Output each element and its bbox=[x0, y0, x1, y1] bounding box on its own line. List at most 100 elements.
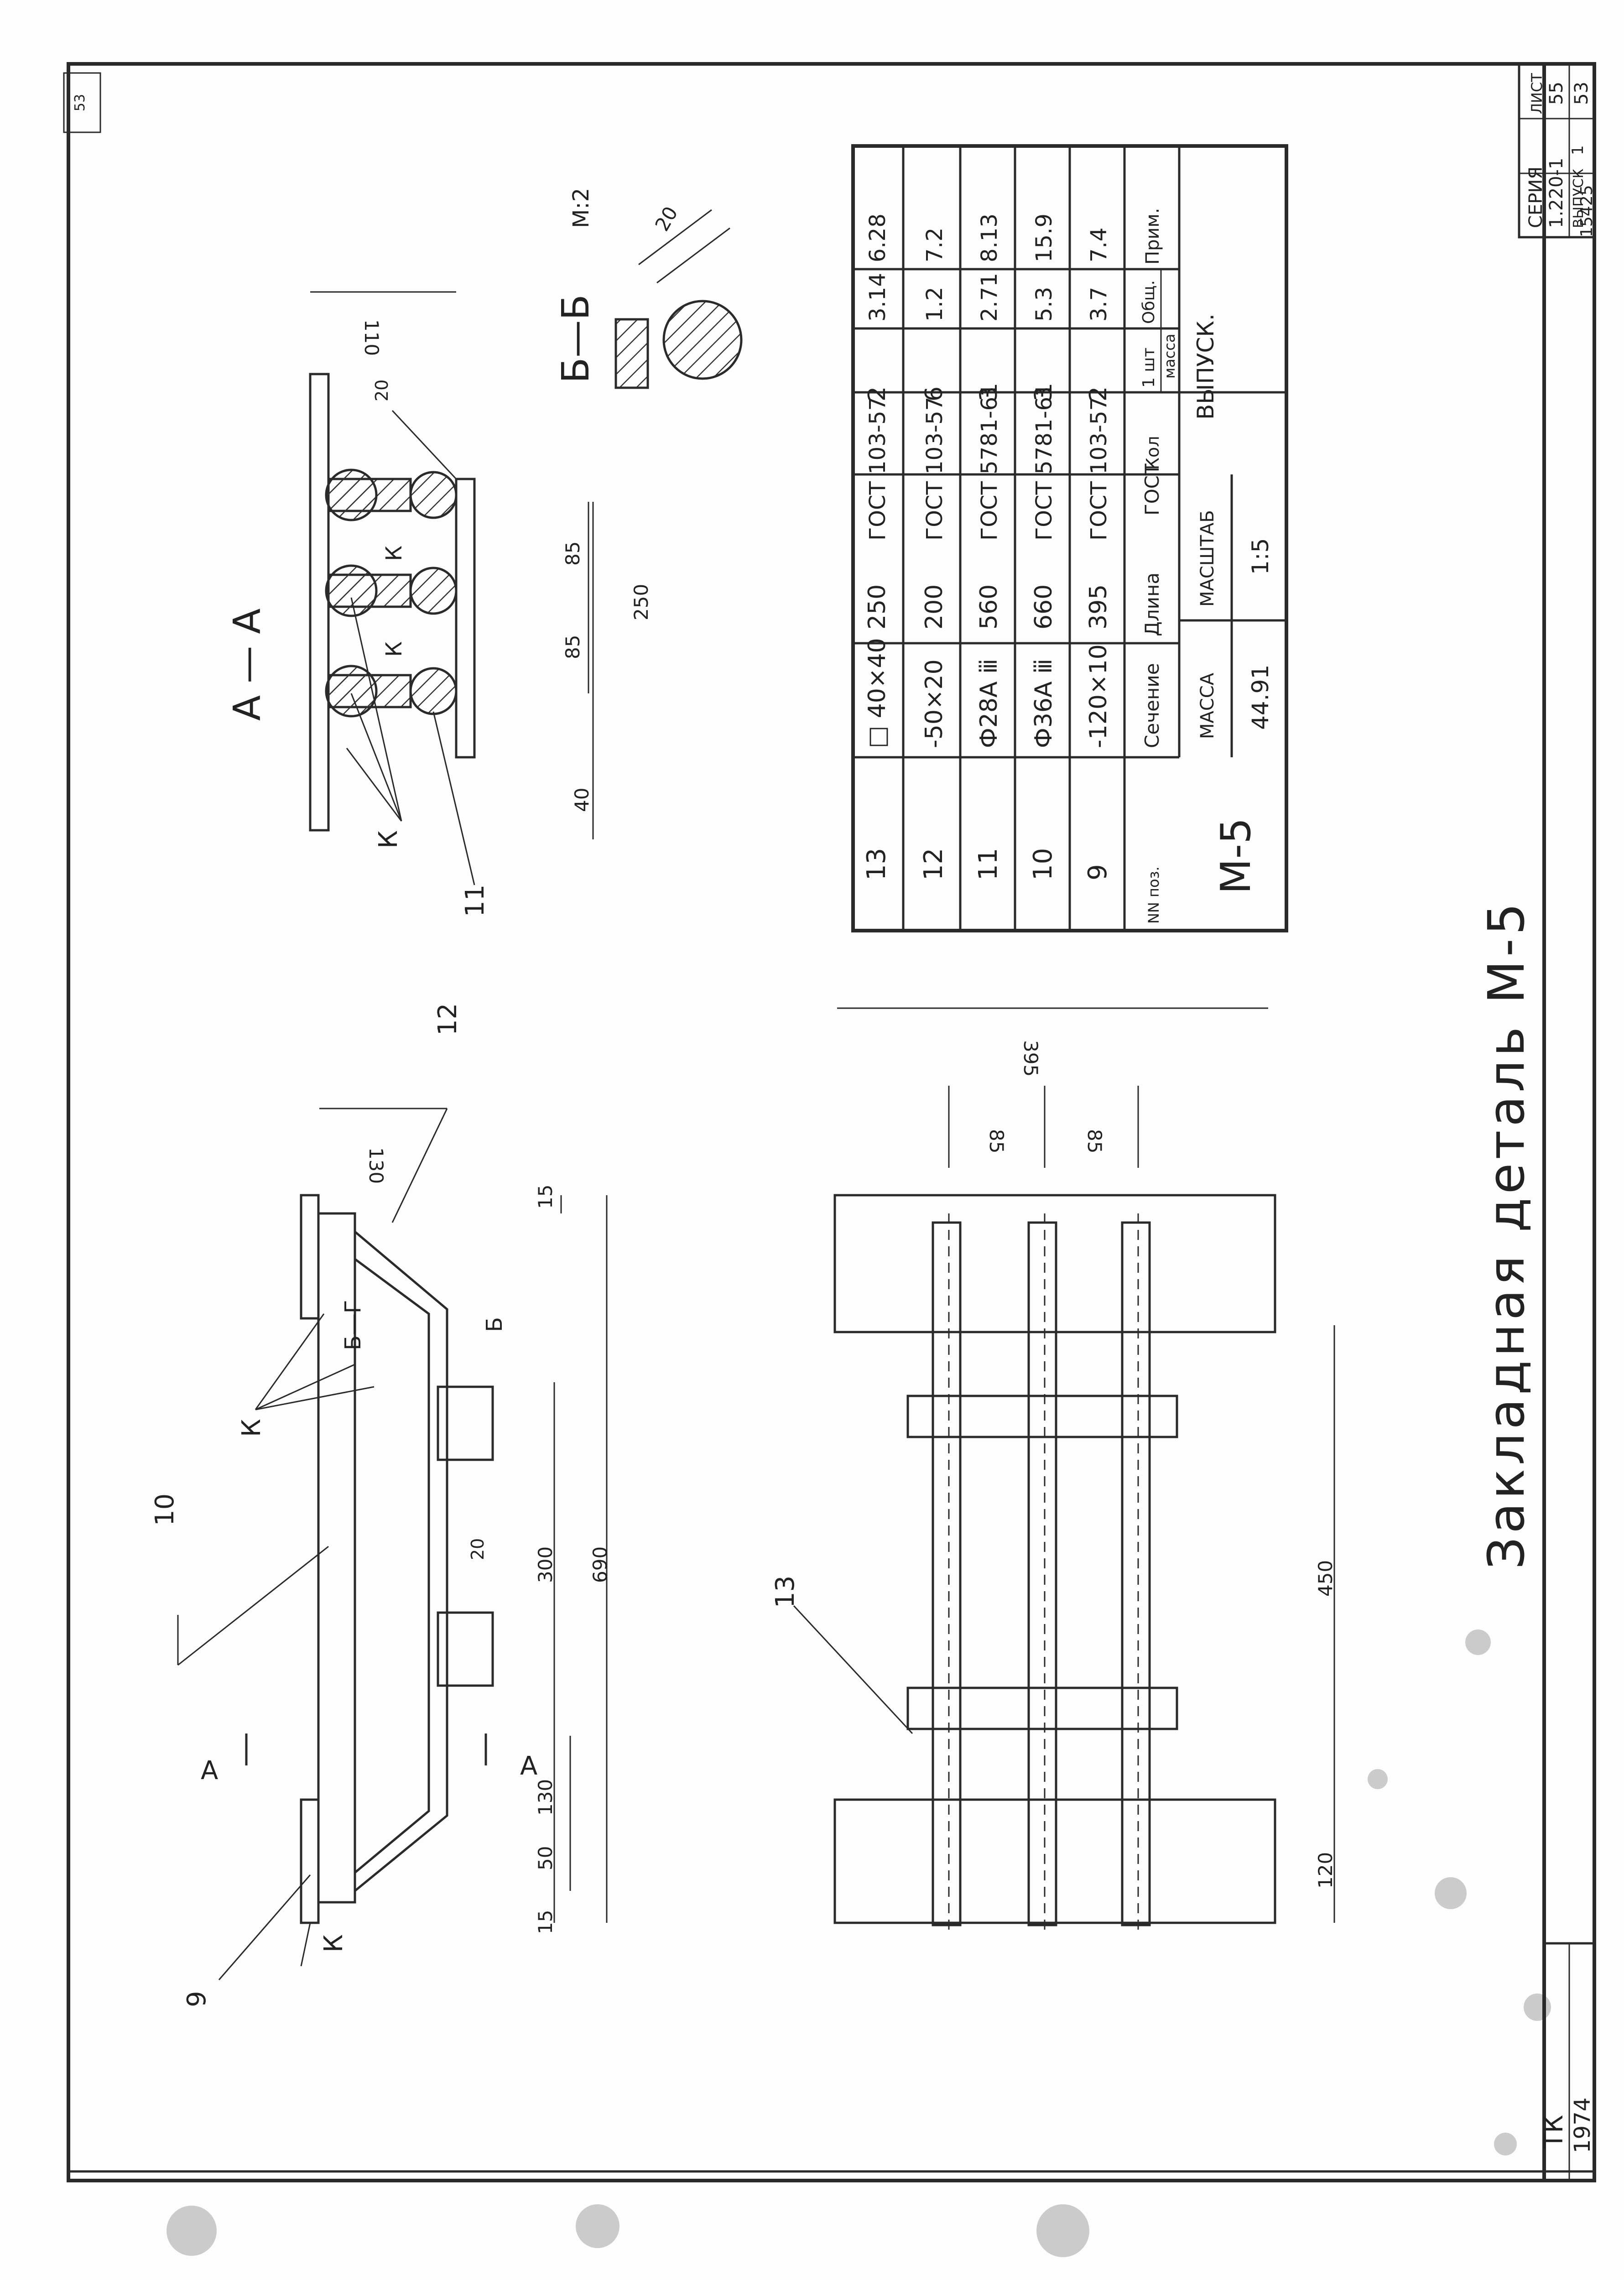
stamp-year: 1974 bbox=[1570, 2098, 1595, 2153]
row9-mass-total: 7.4 bbox=[1086, 228, 1112, 262]
dim-85-plan-b: 85 bbox=[1083, 1129, 1106, 1153]
issue-label: ВЫПУСК bbox=[1571, 169, 1587, 228]
bb-plate bbox=[614, 318, 649, 389]
anchor-plate-left bbox=[300, 1798, 320, 1924]
row12-section: -50×20 bbox=[921, 659, 948, 748]
row13-gost: ГОСТ 103-57 bbox=[865, 397, 890, 541]
spec-table: 13 □ 40×40 250 ГОСТ 103-57 2 3.14 6.28 1… bbox=[851, 144, 1288, 932]
weld-mark-aa-3: К bbox=[381, 546, 407, 561]
footer-mark: М-5 bbox=[1212, 818, 1260, 894]
section-bb-scale: М:2 bbox=[568, 188, 594, 228]
row13-pos: 13 bbox=[862, 848, 891, 880]
plan-view: 120 450 85 85 395 bbox=[833, 1007, 1337, 1930]
sheet-label: ЛИСТ bbox=[1528, 73, 1546, 114]
spec-row-11: 11 Ф28А ⅲ 560 ГОСТ 5781-61 3 2.71 8.13 bbox=[973, 213, 1003, 880]
col-note-header: Прим. bbox=[1142, 208, 1163, 265]
pos-label-10: 10 bbox=[150, 1494, 180, 1526]
row10-length: 660 bbox=[1030, 584, 1057, 630]
dim-15-right: 15 bbox=[534, 1185, 557, 1209]
footer-mass-label: МАССА bbox=[1197, 672, 1218, 739]
rib-pos-12-left bbox=[437, 1611, 494, 1687]
section-bb: Б—Б М:2 20 bbox=[554, 188, 743, 389]
row9-section: -120×10 bbox=[1085, 644, 1112, 748]
sheet-value: 55 bbox=[1546, 82, 1567, 105]
cut-label-a-bottom: А bbox=[520, 1751, 537, 1781]
row11-length: 560 bbox=[975, 584, 1003, 630]
dim-130: 130 bbox=[534, 1779, 557, 1816]
dim-110: 110 bbox=[360, 319, 383, 356]
row12-qty: 6 bbox=[921, 386, 948, 401]
row12-pos: 12 bbox=[919, 848, 948, 880]
aa-bottom-plate bbox=[455, 478, 476, 759]
col-length-header: Длина bbox=[1141, 573, 1163, 636]
front-dimensions: 15 50 130 300 690 15 130 bbox=[319, 1108, 611, 1934]
footer-issue-label: ВЫПУСК. bbox=[1192, 313, 1219, 420]
spec-row-9: 9 -120×10 395 ГОСТ 103-57 2 3.7 7.4 bbox=[1083, 228, 1113, 880]
spec-header-row: NN поз. Сечение Длина ГОСТ Кол 1 шт Общ.… bbox=[1140, 208, 1178, 924]
row13-qty: 2 bbox=[864, 386, 891, 401]
dim-250: 250 bbox=[630, 584, 652, 620]
section-aa-title: А — А bbox=[226, 609, 269, 721]
row11-gost: ГОСТ 5781-61 bbox=[977, 383, 1002, 541]
plan-bars bbox=[932, 1213, 1151, 1930]
dim-85-plan-a: 85 bbox=[985, 1129, 1008, 1153]
row13-length: 250 bbox=[864, 584, 891, 630]
weld-mark-front-2: К bbox=[319, 1934, 349, 1952]
dim-300: 300 bbox=[534, 1546, 557, 1583]
spec-row-13: 13 □ 40×40 250 ГОСТ 103-57 2 3.14 6.28 bbox=[862, 213, 891, 880]
row9-mass-one: 3.7 bbox=[1086, 287, 1112, 322]
anchor-plate-right bbox=[300, 1194, 320, 1320]
weld-size-front: 20 bbox=[468, 1538, 488, 1560]
col-pos-header: NN поз. bbox=[1145, 866, 1162, 924]
dim-15-left: 15 bbox=[534, 1910, 557, 1934]
row12-length: 200 bbox=[921, 584, 948, 630]
row9-gost: ГОСТ 103-57 bbox=[1086, 397, 1112, 541]
title-strip: Закладная деталь М-5 ТК 1974 СЕРИЯ 1.220… bbox=[1477, 62, 1596, 2182]
row11-qty: 3 bbox=[975, 386, 1003, 401]
col-qty-header: Кол bbox=[1143, 436, 1163, 470]
drawing-title: Закладная деталь М-5 bbox=[1477, 899, 1536, 1569]
row11-mass-total: 8.13 bbox=[977, 213, 1002, 262]
section-bb-title: Б—Б bbox=[554, 294, 598, 383]
row9-length: 395 bbox=[1085, 584, 1112, 630]
series-label: СЕРИЯ bbox=[1525, 167, 1546, 228]
cut-label-b-cut: Б—Г bbox=[340, 1300, 366, 1350]
series-value: 1.220-1 bbox=[1546, 158, 1567, 228]
weld-mark-aa-1: К bbox=[374, 830, 403, 848]
row10-mass-total: 15.9 bbox=[1031, 213, 1057, 262]
row10-pos: 10 bbox=[1028, 848, 1058, 880]
dim-85-aa-a: 85 bbox=[562, 635, 584, 659]
weld-size-aa: 20 bbox=[372, 380, 392, 401]
sheet-value-2: 53 bbox=[1571, 82, 1592, 105]
corner-page-number-text: 53 bbox=[72, 94, 88, 111]
corner-page-number: 53 bbox=[63, 72, 101, 133]
row10-mass-one: 5.3 bbox=[1031, 287, 1057, 322]
row12-gost: ГОСТ 103-57 bbox=[922, 397, 947, 541]
row10-qty: 3 bbox=[1030, 386, 1057, 401]
aa-plate bbox=[309, 373, 330, 832]
sheet-frame bbox=[67, 62, 1596, 2182]
row10-gost: ГОСТ 5781-61 bbox=[1031, 383, 1057, 541]
col-section-header: Сечение bbox=[1141, 663, 1163, 748]
cut-marker-b: Б—Г Б bbox=[340, 1300, 507, 1350]
row11-section: Ф28А ⅲ bbox=[975, 659, 1003, 748]
aa-bars bbox=[325, 468, 458, 718]
row9-qty: 2 bbox=[1085, 386, 1112, 401]
dim-450: 450 bbox=[1314, 1560, 1337, 1597]
row13-mass-total: 6.28 bbox=[865, 213, 890, 262]
pos-label-9: 9 bbox=[182, 1991, 212, 2007]
row12-mass-total: 7.2 bbox=[922, 228, 947, 262]
bb-dimension: 20 bbox=[638, 203, 730, 284]
footer-scale-value: 1:5 bbox=[1247, 538, 1274, 575]
row10-section: Ф36А ⅲ bbox=[1030, 659, 1057, 748]
col-mass-group-header: масса bbox=[1161, 333, 1178, 379]
section-aa: А — А 40 85 85 250 110 bbox=[226, 291, 652, 917]
bb-dim-20: 20 bbox=[651, 203, 682, 235]
cut-marker-a: А А bbox=[201, 1733, 537, 1785]
plan-cross-bar-right bbox=[906, 1395, 1178, 1438]
col-mass-total-header: Общ. bbox=[1140, 280, 1158, 324]
cut-label-b: Б bbox=[482, 1317, 507, 1332]
aa-dimensions: 40 85 85 250 110 bbox=[310, 291, 652, 839]
